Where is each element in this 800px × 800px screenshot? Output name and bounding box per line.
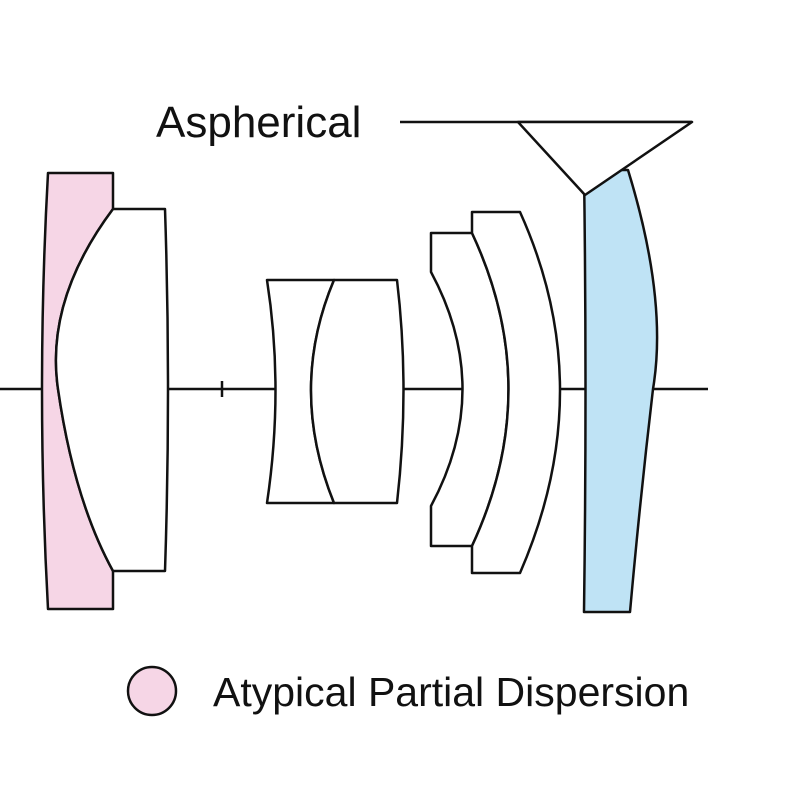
lens-element-7 <box>582 168 659 614</box>
lens-element-6 <box>470 210 562 575</box>
lens-element-2 <box>54 207 170 573</box>
aspherical-callout <box>400 120 694 197</box>
aspherical-label: Aspherical <box>156 98 362 147</box>
lens-element-4 <box>309 278 405 505</box>
legend-label-atypical: Atypical Partial Dispersion <box>213 669 690 715</box>
aspherical-pointer <box>516 120 694 197</box>
legend-swatch-atypical <box>126 665 178 717</box>
